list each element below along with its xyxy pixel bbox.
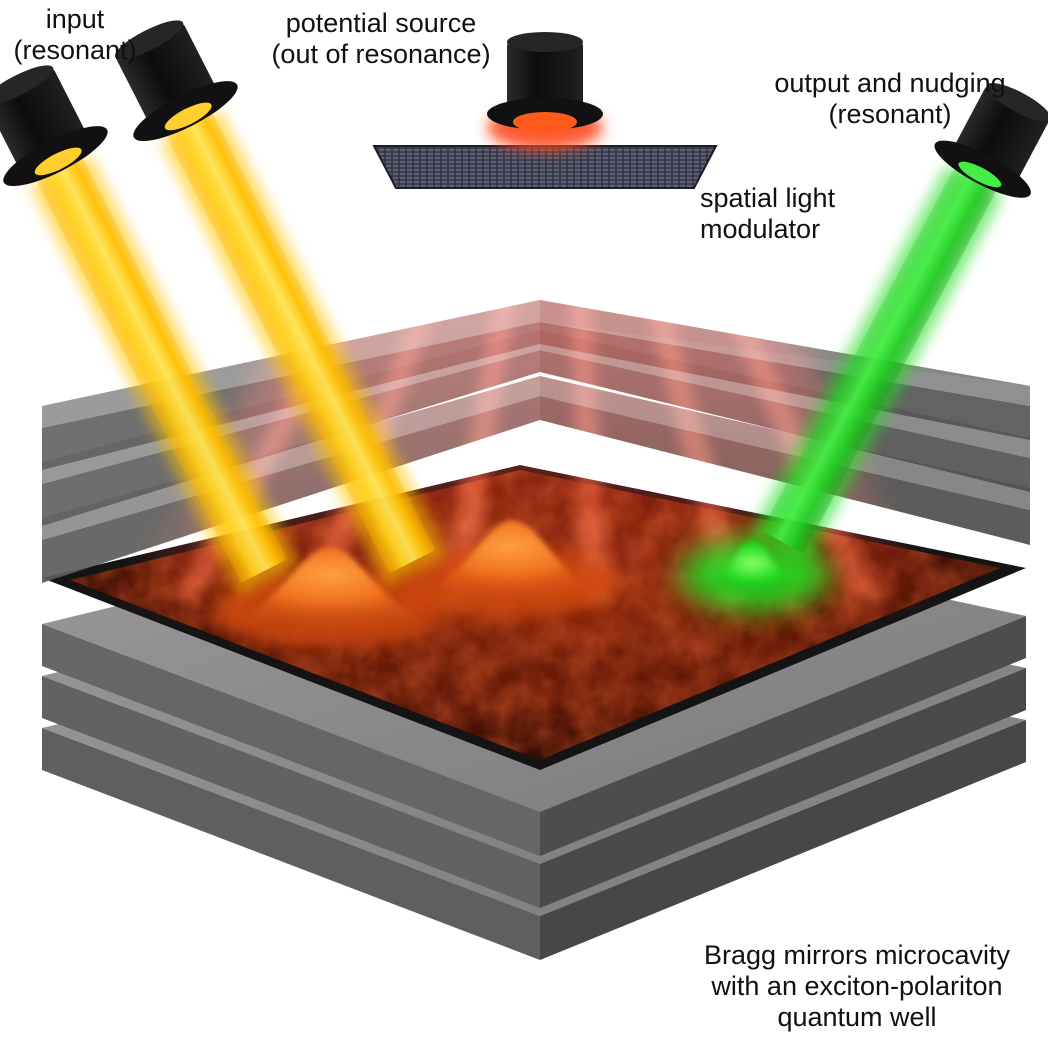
- potential-source-label-line: potential source: [285, 8, 477, 38]
- output-label-line: output and nudging: [774, 68, 1006, 98]
- top-hat-light-source-icon: [487, 32, 603, 132]
- slm-label-line: spatial light: [700, 183, 836, 213]
- bragg-label-line: quantum well: [777, 1002, 937, 1032]
- bragg-mirror-layer-side: [540, 616, 1026, 856]
- spatial-light-modulator-label: spatial light modulator: [700, 183, 850, 245]
- potential-source-label-line: (out of resonance): [271, 39, 491, 69]
- condensate-peaks: [215, 519, 830, 648]
- top-hat-light-source-icon: [0, 65, 108, 187]
- input-label: input (resonant): [0, 4, 150, 66]
- input-label-line: (resonant): [13, 35, 137, 65]
- output-beam: [749, 164, 1004, 566]
- bragg-mirror-layer-side: [540, 668, 1026, 908]
- output-label-line: (resonant): [828, 99, 952, 129]
- potential-source-label: potential source (out of resonance): [248, 8, 514, 70]
- input-beam-1: [29, 154, 300, 596]
- input-beam-2: [159, 109, 448, 586]
- input-label-line: input: [45, 4, 105, 34]
- bragg-microcavity-label: Bragg mirrors microcavity with an excito…: [676, 940, 1038, 1033]
- bragg-label-line: with an exciton-polariton: [711, 971, 1003, 1001]
- bragg-mirror-layer-side: [42, 624, 540, 856]
- output-label: output and nudging (resonant): [752, 68, 1028, 130]
- bragg-mirror-layer-side: [540, 720, 1026, 960]
- slm-label-line: modulator: [700, 214, 821, 244]
- top-hat-light-source-icon: [114, 20, 238, 142]
- bragg-mirror-layer-side: [42, 676, 540, 908]
- bragg-mirror-layer-side: [42, 728, 540, 960]
- bragg-label-line: Bragg mirrors microcavity: [703, 940, 1011, 970]
- top-hat-light-source-icon: [934, 82, 1048, 198]
